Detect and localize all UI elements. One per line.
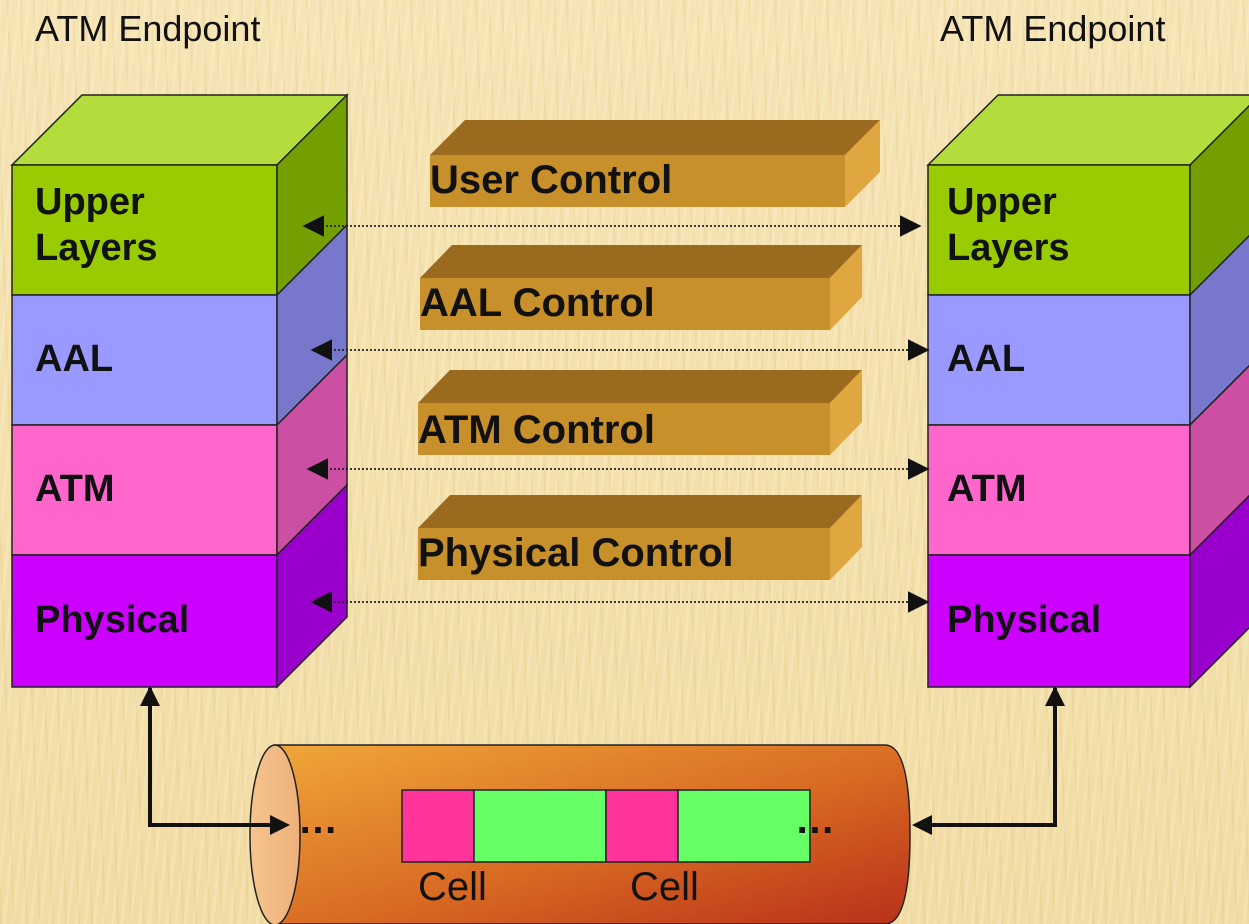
right-endpoint-title: ATM Endpoint xyxy=(940,8,1166,49)
physical-control-label: Physical Control xyxy=(418,531,734,575)
left-physical-link-arrow xyxy=(148,688,282,827)
left-layer-physical xyxy=(11,554,278,688)
right-layer-aal-side xyxy=(1189,234,1249,427)
ellipsis-left: … xyxy=(298,798,344,842)
left-endpoint-stack xyxy=(10,93,349,689)
right-layer-physical xyxy=(927,554,1191,688)
right-up-arrowhead xyxy=(1045,686,1065,706)
left-endpoint-title: ATM Endpoint xyxy=(35,8,261,49)
control-bar-user xyxy=(430,120,880,207)
left-layer-physical-side xyxy=(276,483,348,689)
right-layer-aal-label: AAL xyxy=(947,338,1026,380)
right-layer-upper-line2: Layers xyxy=(947,226,1070,269)
left-layer-upper-line1: Upper xyxy=(35,181,145,223)
user-control-label: User Control xyxy=(430,158,673,202)
left-up-arrowhead xyxy=(140,686,160,706)
left-layer-upper xyxy=(11,164,278,296)
right-physical-link-arrow xyxy=(918,688,1057,827)
right-layer-upper-side xyxy=(1189,104,1249,297)
left-layer-atm-label: ATM xyxy=(35,468,115,510)
right-endpoint-stack xyxy=(926,94,1249,689)
left-layer-atm xyxy=(11,424,278,556)
cell-label-1: Cell xyxy=(418,865,487,909)
left-layer-aal-label: AAL xyxy=(35,338,114,380)
control-bar-atm xyxy=(418,370,862,455)
atm-control-label: ATM Control xyxy=(418,408,655,452)
right-layer-atm-label: ATM xyxy=(947,468,1027,510)
right-layer-physical-side xyxy=(1189,494,1249,689)
right-layer-atm-side xyxy=(1189,364,1249,557)
control-bar-aal xyxy=(420,245,862,330)
right-layer-atm xyxy=(927,424,1191,556)
cell-2-payload xyxy=(677,789,811,863)
aal-control-label: AAL Control xyxy=(420,281,655,325)
cell-2-header xyxy=(605,789,679,863)
right-layer-physical-label: Physical xyxy=(947,599,1102,641)
control-bar-physical xyxy=(418,495,862,580)
cell-1-payload xyxy=(473,789,607,863)
left-layer-upper-label: Upper Layers xyxy=(35,180,158,271)
right-layer-upper-line1: Upper xyxy=(947,181,1057,223)
right-layer-upper xyxy=(927,164,1191,296)
ellipsis-right: … xyxy=(795,798,841,842)
left-right-arrowhead xyxy=(270,815,290,835)
left-layer-upper-line2: Layers xyxy=(35,226,158,269)
pipe-end-cap xyxy=(249,744,301,924)
right-layer-aal xyxy=(927,294,1191,426)
cell-label-2: Cell xyxy=(630,865,699,909)
cell-1-header xyxy=(401,789,475,863)
cell-stream xyxy=(401,789,811,863)
left-layer-physical-label: Physical xyxy=(35,599,190,641)
right-layer-upper-label: Upper Layers xyxy=(947,180,1070,271)
right-left-arrowhead xyxy=(912,815,932,835)
